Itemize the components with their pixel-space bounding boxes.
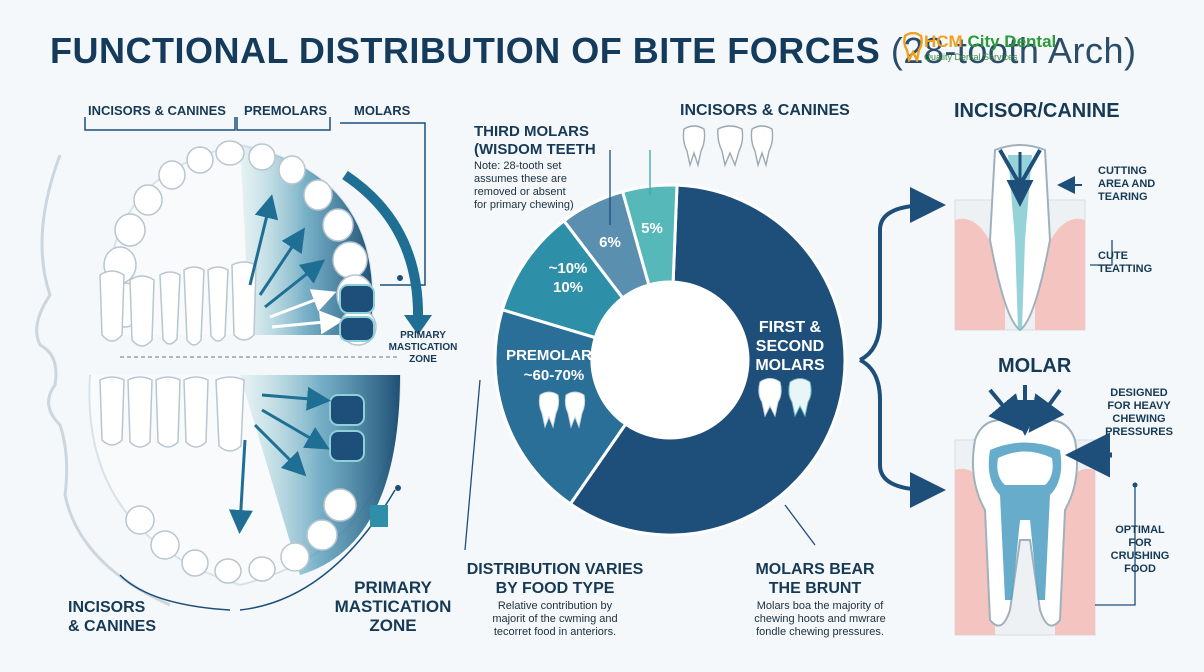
dist-title: DISTRIBUTION VARIES BY FOOD TYPE — [460, 560, 650, 598]
logo-name: HCM City Dental — [924, 32, 1056, 52]
optimal-line1: OPTIMAL — [1115, 524, 1165, 536]
tooth-incisor-icon — [538, 391, 586, 429]
designed-line3: CHEWING — [1112, 413, 1166, 425]
dist-title-line1: DISTRIBUTION VARIES — [466, 561, 644, 578]
molars-text-line3: fondle chewing pressures. — [756, 626, 884, 638]
molars-text: Molars boa the majority of chewing hoots… — [735, 600, 905, 639]
logo-name-part2: City Dental — [967, 32, 1057, 51]
incisors-canines-bottom-line1: INCISORS — [68, 599, 146, 616]
primary-zone-big-line1: PRIMARY — [354, 578, 432, 597]
tooth-incisor-icon-row — [682, 125, 774, 168]
page-title: FUNCTIONAL DISTRIBUTION OF BITE FORCES (… — [50, 30, 1136, 72]
label-incisors-canines-top: INCISORS & CANINES — [88, 103, 226, 118]
logo-name-part1: HCM — [924, 32, 963, 51]
callout-note: Note: 28-tooth set assumes these are rem… — [474, 160, 574, 212]
optimal-line3: CRUSHING — [1110, 550, 1170, 562]
logo-tagline: Quality Dental Services — [924, 52, 1018, 62]
dist-text: Relative contribution by majorit of the … — [460, 600, 650, 639]
label-cutting: CUTTING AREA AND TEARING — [1098, 165, 1155, 204]
third-molars-line1: THIRD MOLARS — [474, 123, 589, 140]
right-panel-illustration — [859, 144, 1138, 636]
note-line1: Note: 28-tooth set — [474, 160, 562, 172]
primary-zone-small-line2: MASTICATION — [388, 342, 458, 353]
arch-illustration — [35, 117, 432, 611]
designed-line2: FOR HEAVY — [1107, 400, 1171, 412]
cute-line2: TEATTING — [1098, 263, 1153, 275]
dist-text-line3: tecorret food in anteriors. — [493, 626, 617, 638]
third-molars-line2: (WISDOM TEETH — [474, 141, 596, 158]
tooth-molar-icon — [758, 378, 812, 418]
slice-label-molars-1: FIRST & — [759, 319, 822, 336]
primary-zone-small-line3: ZONE — [409, 354, 437, 365]
title-main: FUNCTIONAL DISTRIBUTION OF BITE FORCES — [50, 30, 881, 71]
branch-arrow-icon — [859, 187, 946, 362]
cutting-line3: TEARING — [1098, 191, 1148, 203]
slice-label-premolars-1: PREMOLARS — [506, 347, 602, 364]
incisors-canines-bottom-line2: & CANINES — [68, 618, 157, 635]
label-cute: CUTE TEATTING — [1098, 250, 1152, 276]
donut-hole — [592, 282, 748, 438]
optimal-line2: FOR — [1128, 537, 1152, 549]
slice-label-six: 6% — [599, 234, 621, 251]
label-designed: DESIGNED FOR HEAVY CHEWING PRESSURES — [1094, 387, 1184, 439]
cutting-line2: AREA AND — [1098, 178, 1156, 190]
molars-text-line1: Molars boa the majority of — [756, 600, 884, 612]
callout-incisors-canines: INCISORS & CANINES — [680, 102, 850, 119]
incisor-cross-section — [954, 144, 1113, 332]
slice-label-five: 5% — [641, 220, 663, 237]
molars-title: MOLARS BEAR THE BRUNT — [735, 560, 895, 598]
label-premolars: PREMOLARS — [244, 103, 328, 118]
molar-heading: MOLAR — [998, 355, 1072, 377]
optimal-line4: FOOD — [1124, 563, 1156, 575]
cute-line1: CUTE — [1098, 250, 1128, 262]
cutting-line1: CUTTING — [1098, 165, 1147, 177]
logo: HCM City Dental Quality Dental Services — [902, 30, 1072, 70]
molars-title-line2: THE BRUNT — [768, 580, 862, 597]
molar-cross-section — [954, 385, 1138, 636]
note-line3: removed or absent — [474, 186, 566, 198]
molars-title-line1: MOLARS BEAR — [755, 561, 875, 578]
dist-title-line2: BY FOOD TYPE — [495, 580, 615, 597]
designed-line1: DESIGNED — [1110, 387, 1168, 399]
callout-third-molars: THIRD MOLARS (WISDOM TEETH — [474, 123, 596, 159]
head-profile — [35, 154, 171, 607]
primary-zone-small-line1: PRIMARY — [400, 330, 446, 341]
slice-label-premolars-2: ~60-70% — [524, 367, 584, 384]
slice-label-molars-3: MOLARS — [755, 357, 825, 374]
label-primary-zone-big: PRIMARY MASTICATION ZONE — [318, 578, 468, 635]
slice-label-molars-2: SECOND — [756, 338, 824, 355]
incisor-heading: INCISOR/CANINE — [954, 100, 1120, 122]
molars-text-line2: chewing hoots and mwrare — [754, 613, 886, 625]
label-molars: MOLARS — [354, 103, 411, 118]
slice-label-ten-1: ~10% — [549, 260, 588, 277]
label-optimal: OPTIMAL FOR CRUSHING FOOD — [1100, 524, 1180, 576]
label-incisors-canines-bottom: INCISORS & CANINES — [68, 598, 156, 636]
primary-zone-big-line3: ZONE — [369, 616, 417, 635]
label-primary-zone-small: PRIMARY MASTICATION ZONE — [388, 330, 458, 366]
slice-label-ten-2: 10% — [553, 279, 583, 296]
logo-tooth-icon — [903, 32, 923, 62]
bite-force-donut-chart: 6% 5% ~10% 10% PREMOLARS ~60-70% FIRST &… — [464, 150, 847, 550]
dist-text-line1: Relative contribution by — [497, 600, 613, 612]
note-line2: assumes these are — [474, 173, 567, 185]
chart-slices — [493, 183, 847, 537]
note-line4: for primary chewing) — [474, 199, 574, 211]
title-sub: (28-tooth Arch) — [890, 30, 1137, 71]
designed-line4: PRESSURES — [1105, 426, 1173, 438]
dist-text-line2: majorit of the cwming and — [492, 613, 618, 625]
primary-zone-big-line2: MASTICATION — [334, 597, 452, 616]
